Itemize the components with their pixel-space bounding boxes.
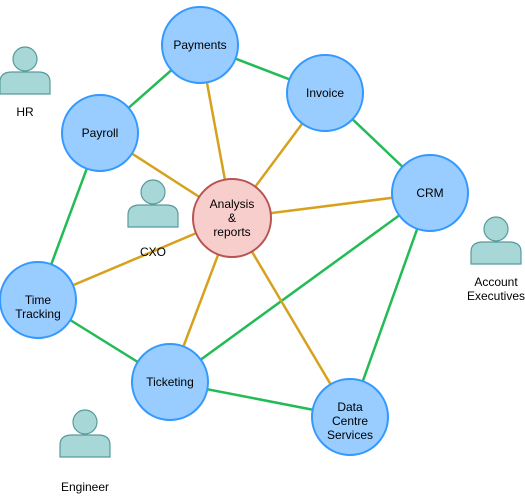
edge-crm-to-data-centre <box>348 192 432 418</box>
node-analysis-label: Analysis&reports <box>210 197 255 239</box>
node-time-tracking-circle <box>0 261 77 339</box>
actor-hr: HR <box>0 46 51 119</box>
edge-crm-to-ticketing <box>169 191 431 384</box>
node-analysis[interactable]: Analysis&reports <box>192 178 272 258</box>
actor-cxo-label: CXO <box>140 245 166 259</box>
node-crm[interactable]: CRM <box>391 154 469 232</box>
node-invoice-label: Invoice <box>306 86 344 100</box>
node-payroll-label: Payroll <box>82 126 119 140</box>
node-invoice[interactable]: Invoice <box>286 54 364 132</box>
node-payroll[interactable]: Payroll <box>61 94 139 172</box>
actor-engineer: Engineer <box>59 409 111 494</box>
node-payments-label: Payments <box>173 38 226 52</box>
node-payments[interactable]: Payments <box>161 6 239 84</box>
person-icon <box>127 179 179 228</box>
node-analysis-circle <box>192 178 272 258</box>
node-payments-circle <box>161 6 239 84</box>
node-ticketing-circle <box>131 343 209 421</box>
actor-cxo: CXO <box>127 179 179 259</box>
node-data-centre-circle <box>311 378 389 456</box>
person-icon <box>59 409 111 458</box>
person-icon <box>470 216 522 265</box>
person-icon <box>0 46 51 95</box>
node-crm-circle <box>391 154 469 232</box>
actor-engineer-label: Engineer <box>61 480 109 494</box>
node-ticketing-label: Ticketing <box>146 375 194 389</box>
actor-hr-label: HR <box>16 105 34 119</box>
node-payroll-circle <box>61 94 139 172</box>
node-crm-label: CRM <box>416 186 443 200</box>
node-ticketing[interactable]: Ticketing <box>131 343 209 421</box>
node-invoice-circle <box>286 54 364 132</box>
